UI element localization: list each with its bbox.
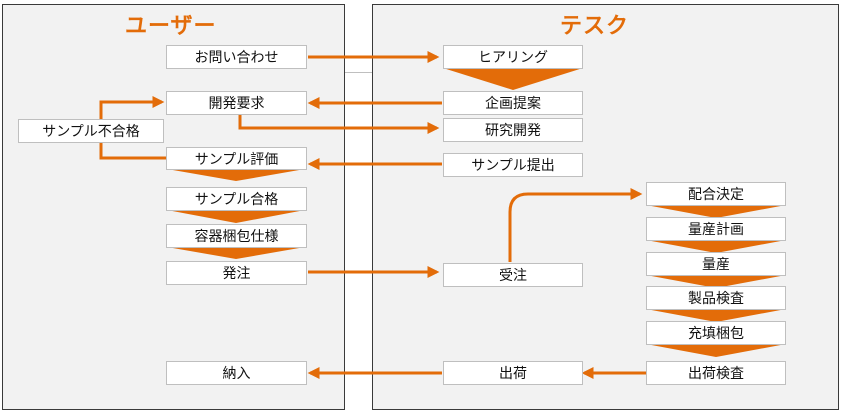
box-dev-request: 開発要求 — [166, 91, 307, 115]
box-hearing: ヒアリング — [443, 45, 583, 69]
box-plan-proposal: 企画提案 — [443, 91, 583, 115]
filling-packing-flow-triangle — [646, 344, 786, 357]
sample-pass-flow-triangle — [167, 210, 305, 223]
box-sample-fail: サンプル不合格 — [18, 119, 164, 143]
hearing-flow-triangle — [443, 68, 583, 90]
lane-gap-divider — [345, 72, 372, 73]
box-sample-pass: サンプル合格 — [166, 187, 307, 211]
box-order: 発注 — [166, 261, 307, 285]
box-sample-submit: サンプル提出 — [443, 153, 583, 177]
user-lane-title: ユーザー — [125, 14, 217, 39]
box-product-inspection: 製品検査 — [646, 286, 786, 310]
arrow-request-to-rnd — [238, 113, 440, 134]
box-sample-eval: サンプル評価 — [166, 147, 307, 170]
box-inquiry: お問い合わせ — [166, 45, 307, 69]
sample-eval-flow-triangle — [167, 169, 305, 181]
arrow-receive-to-formulation — [508, 188, 643, 262]
container-spec-flow-triangle — [167, 247, 305, 259]
box-order-receive: 受注 — [443, 263, 583, 287]
box-mass-production: 量産 — [646, 252, 786, 276]
product-inspection-flow-triangle — [646, 309, 786, 322]
box-shipping-inspection: 出荷検査 — [646, 361, 786, 385]
box-delivery: 納入 — [166, 361, 307, 385]
box-container-spec: 容器梱包仕様 — [166, 224, 307, 248]
box-production-plan: 量産計画 — [646, 217, 786, 241]
box-rnd: 研究開発 — [443, 118, 583, 142]
box-shipping: 出荷 — [443, 361, 583, 385]
formulation-flow-triangle — [646, 205, 786, 218]
mass-production-flow-triangle — [646, 275, 786, 288]
box-filling-packing: 充填梱包 — [646, 321, 786, 345]
production-plan-flow-triangle — [646, 240, 786, 253]
tesk-lane-title: テスク — [560, 14, 630, 39]
box-formulation: 配合決定 — [646, 182, 786, 206]
